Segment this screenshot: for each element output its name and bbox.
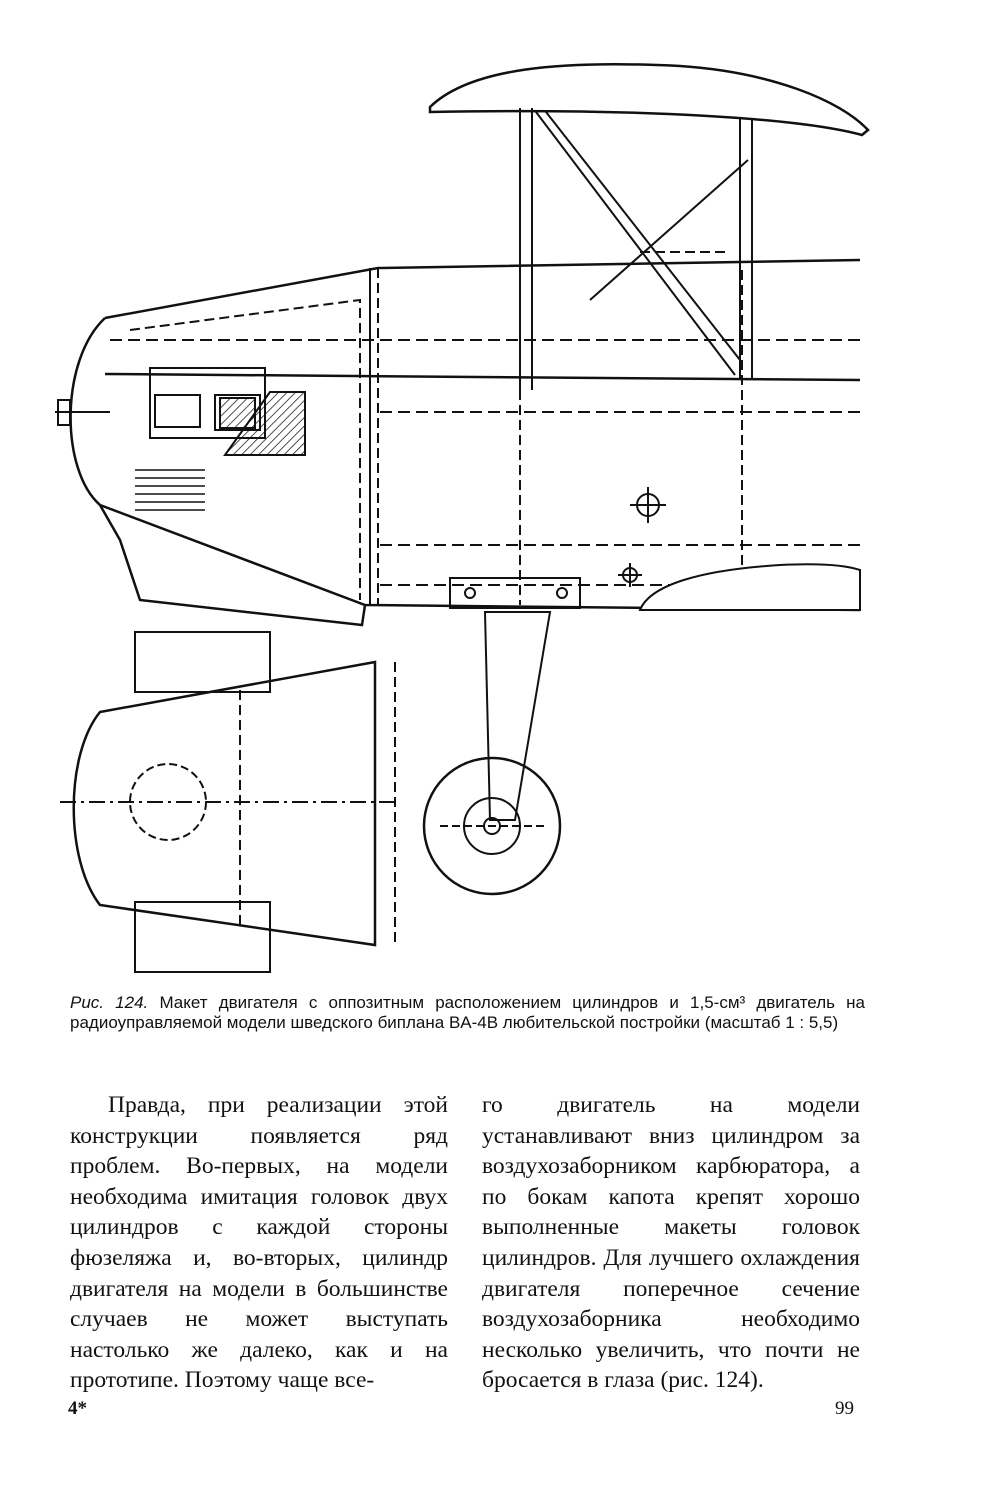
landing-gear bbox=[422, 611, 562, 896]
cowling-and-spinner bbox=[55, 317, 367, 627]
figure-caption: Рис. 124. Макет двигателя с оппозитным р… bbox=[70, 993, 865, 1033]
engine-mockup bbox=[135, 367, 306, 511]
figure-label: Рис. 124. bbox=[70, 993, 149, 1012]
figure-caption-text: Макет двигателя с оппозитным расположени… bbox=[70, 993, 865, 1032]
signature-mark: 4* bbox=[68, 1398, 87, 1419]
mounting-bolts bbox=[449, 487, 666, 609]
right-text-column: го двигатель на модели устанавливают вни… bbox=[482, 1090, 860, 1396]
lower-wing-root bbox=[638, 563, 861, 611]
left-paragraph: Правда, при реализации этой конструкции … bbox=[70, 1092, 448, 1394]
page-number: 99 bbox=[835, 1398, 854, 1419]
top-view-cowling bbox=[60, 631, 396, 973]
left-text-column: Правда, при реализации этой конструкции … bbox=[70, 1090, 448, 1396]
cabane-struts bbox=[519, 108, 753, 390]
upper-wing bbox=[428, 62, 870, 137]
right-paragraph: го двигатель на модели устанавливают вни… bbox=[482, 1092, 860, 1394]
biplane-engine-drawing bbox=[55, 62, 870, 973]
fuselage bbox=[99, 258, 861, 612]
